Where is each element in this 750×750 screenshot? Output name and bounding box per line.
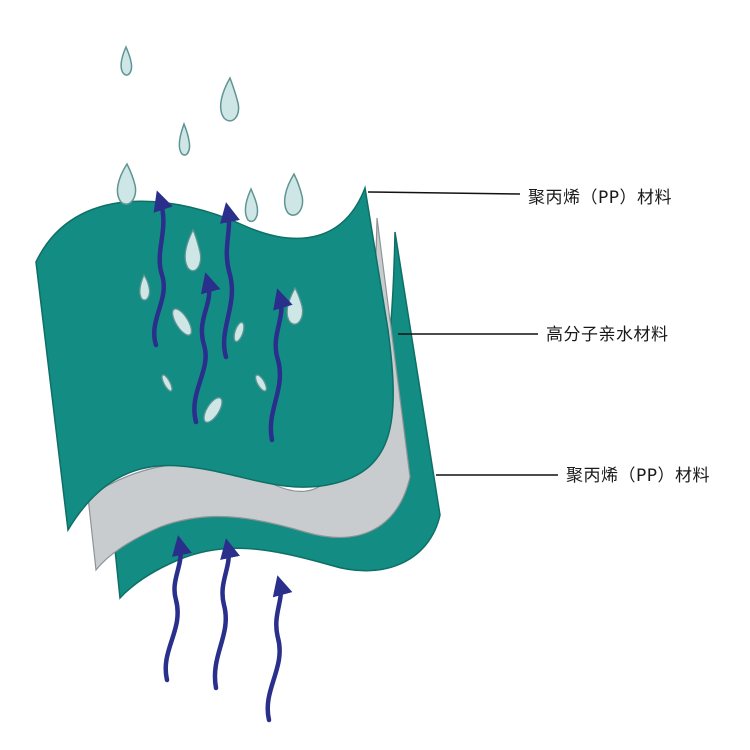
- vapor-arrows-top: [152, 190, 293, 443]
- droplet: [161, 374, 173, 392]
- label-hydrophilic-layer: 高分子亲水材料: [546, 325, 669, 345]
- droplet: [139, 273, 151, 301]
- vapor-arrow: [268, 288, 293, 443]
- vapor-arrow: [163, 535, 192, 683]
- droplet: [171, 308, 193, 336]
- droplet: [120, 45, 133, 76]
- vapor-arrow: [265, 575, 293, 723]
- leader-line-top: [367, 191, 521, 195]
- droplet: [116, 162, 137, 205]
- droplet: [184, 228, 202, 272]
- vapor-arrow: [152, 190, 173, 348]
- droplet: [219, 76, 240, 122]
- droplet: [244, 187, 259, 223]
- droplet: [283, 172, 304, 216]
- vapor-arrows-bottom: [163, 535, 293, 723]
- droplet: [178, 121, 191, 156]
- droplet: [233, 321, 245, 343]
- vapor-arrow: [212, 538, 240, 691]
- label-bottom-pp-layer: 聚丙烯（PP）材料: [566, 466, 711, 486]
- label-top-pp-layer: 聚丙烯（PP）材料: [528, 188, 673, 208]
- droplet: [254, 374, 268, 392]
- vapor-arrow: [220, 202, 240, 360]
- droplets-above: [116, 45, 304, 223]
- top-pp-layer: [35, 185, 394, 533]
- vapor-arrow: [192, 272, 221, 425]
- droplet: [203, 397, 223, 423]
